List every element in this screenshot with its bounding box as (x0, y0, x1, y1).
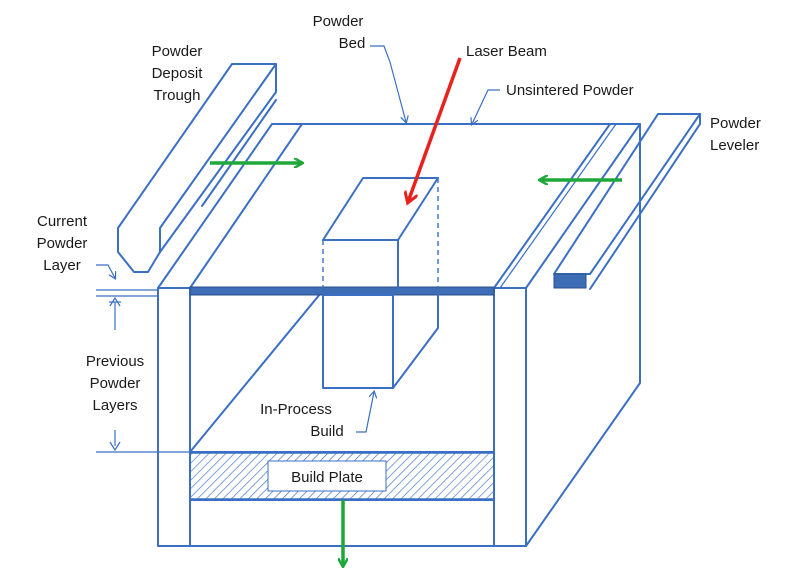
deposit-trough-label-1: Powder (152, 43, 203, 60)
powder-bed-label-1: Powder (313, 13, 364, 30)
deposit-trough-label-2: Deposit (152, 65, 204, 82)
unsintered-powder-label: Unsintered Powder (506, 82, 634, 99)
previous-layers-label-1: Previous (86, 353, 144, 370)
current-layer-label-1: Current (37, 213, 88, 230)
current-powder-layer (189, 286, 495, 296)
powder-leveler (553, 113, 701, 290)
in-process-build-label-1: In-Process (260, 401, 332, 418)
current-layer-label-2: Powder (37, 235, 88, 252)
powder-deposit-trough (117, 63, 277, 273)
previous-layers-label-2: Powder (90, 375, 141, 392)
laser-beam-label: Laser Beam (466, 43, 547, 60)
previous-layers-label-3: Layers (92, 397, 137, 414)
build-plate-label: Build Plate (291, 469, 363, 486)
laser-beam-arrow (408, 57, 462, 202)
in-process-build-label-2: Build (310, 423, 343, 440)
deposit-trough-label-3: Trough (154, 87, 201, 104)
leveler-label-1: Powder (710, 115, 761, 132)
current-layer-label-3: Layer (43, 257, 81, 274)
powder-bed-label-2: Bed (339, 35, 366, 52)
leveler-label-2: Leveler (710, 137, 759, 154)
leader-lines (96, 45, 500, 453)
build-plate: Build Plate (189, 452, 495, 500)
in-process-build (322, 177, 439, 389)
